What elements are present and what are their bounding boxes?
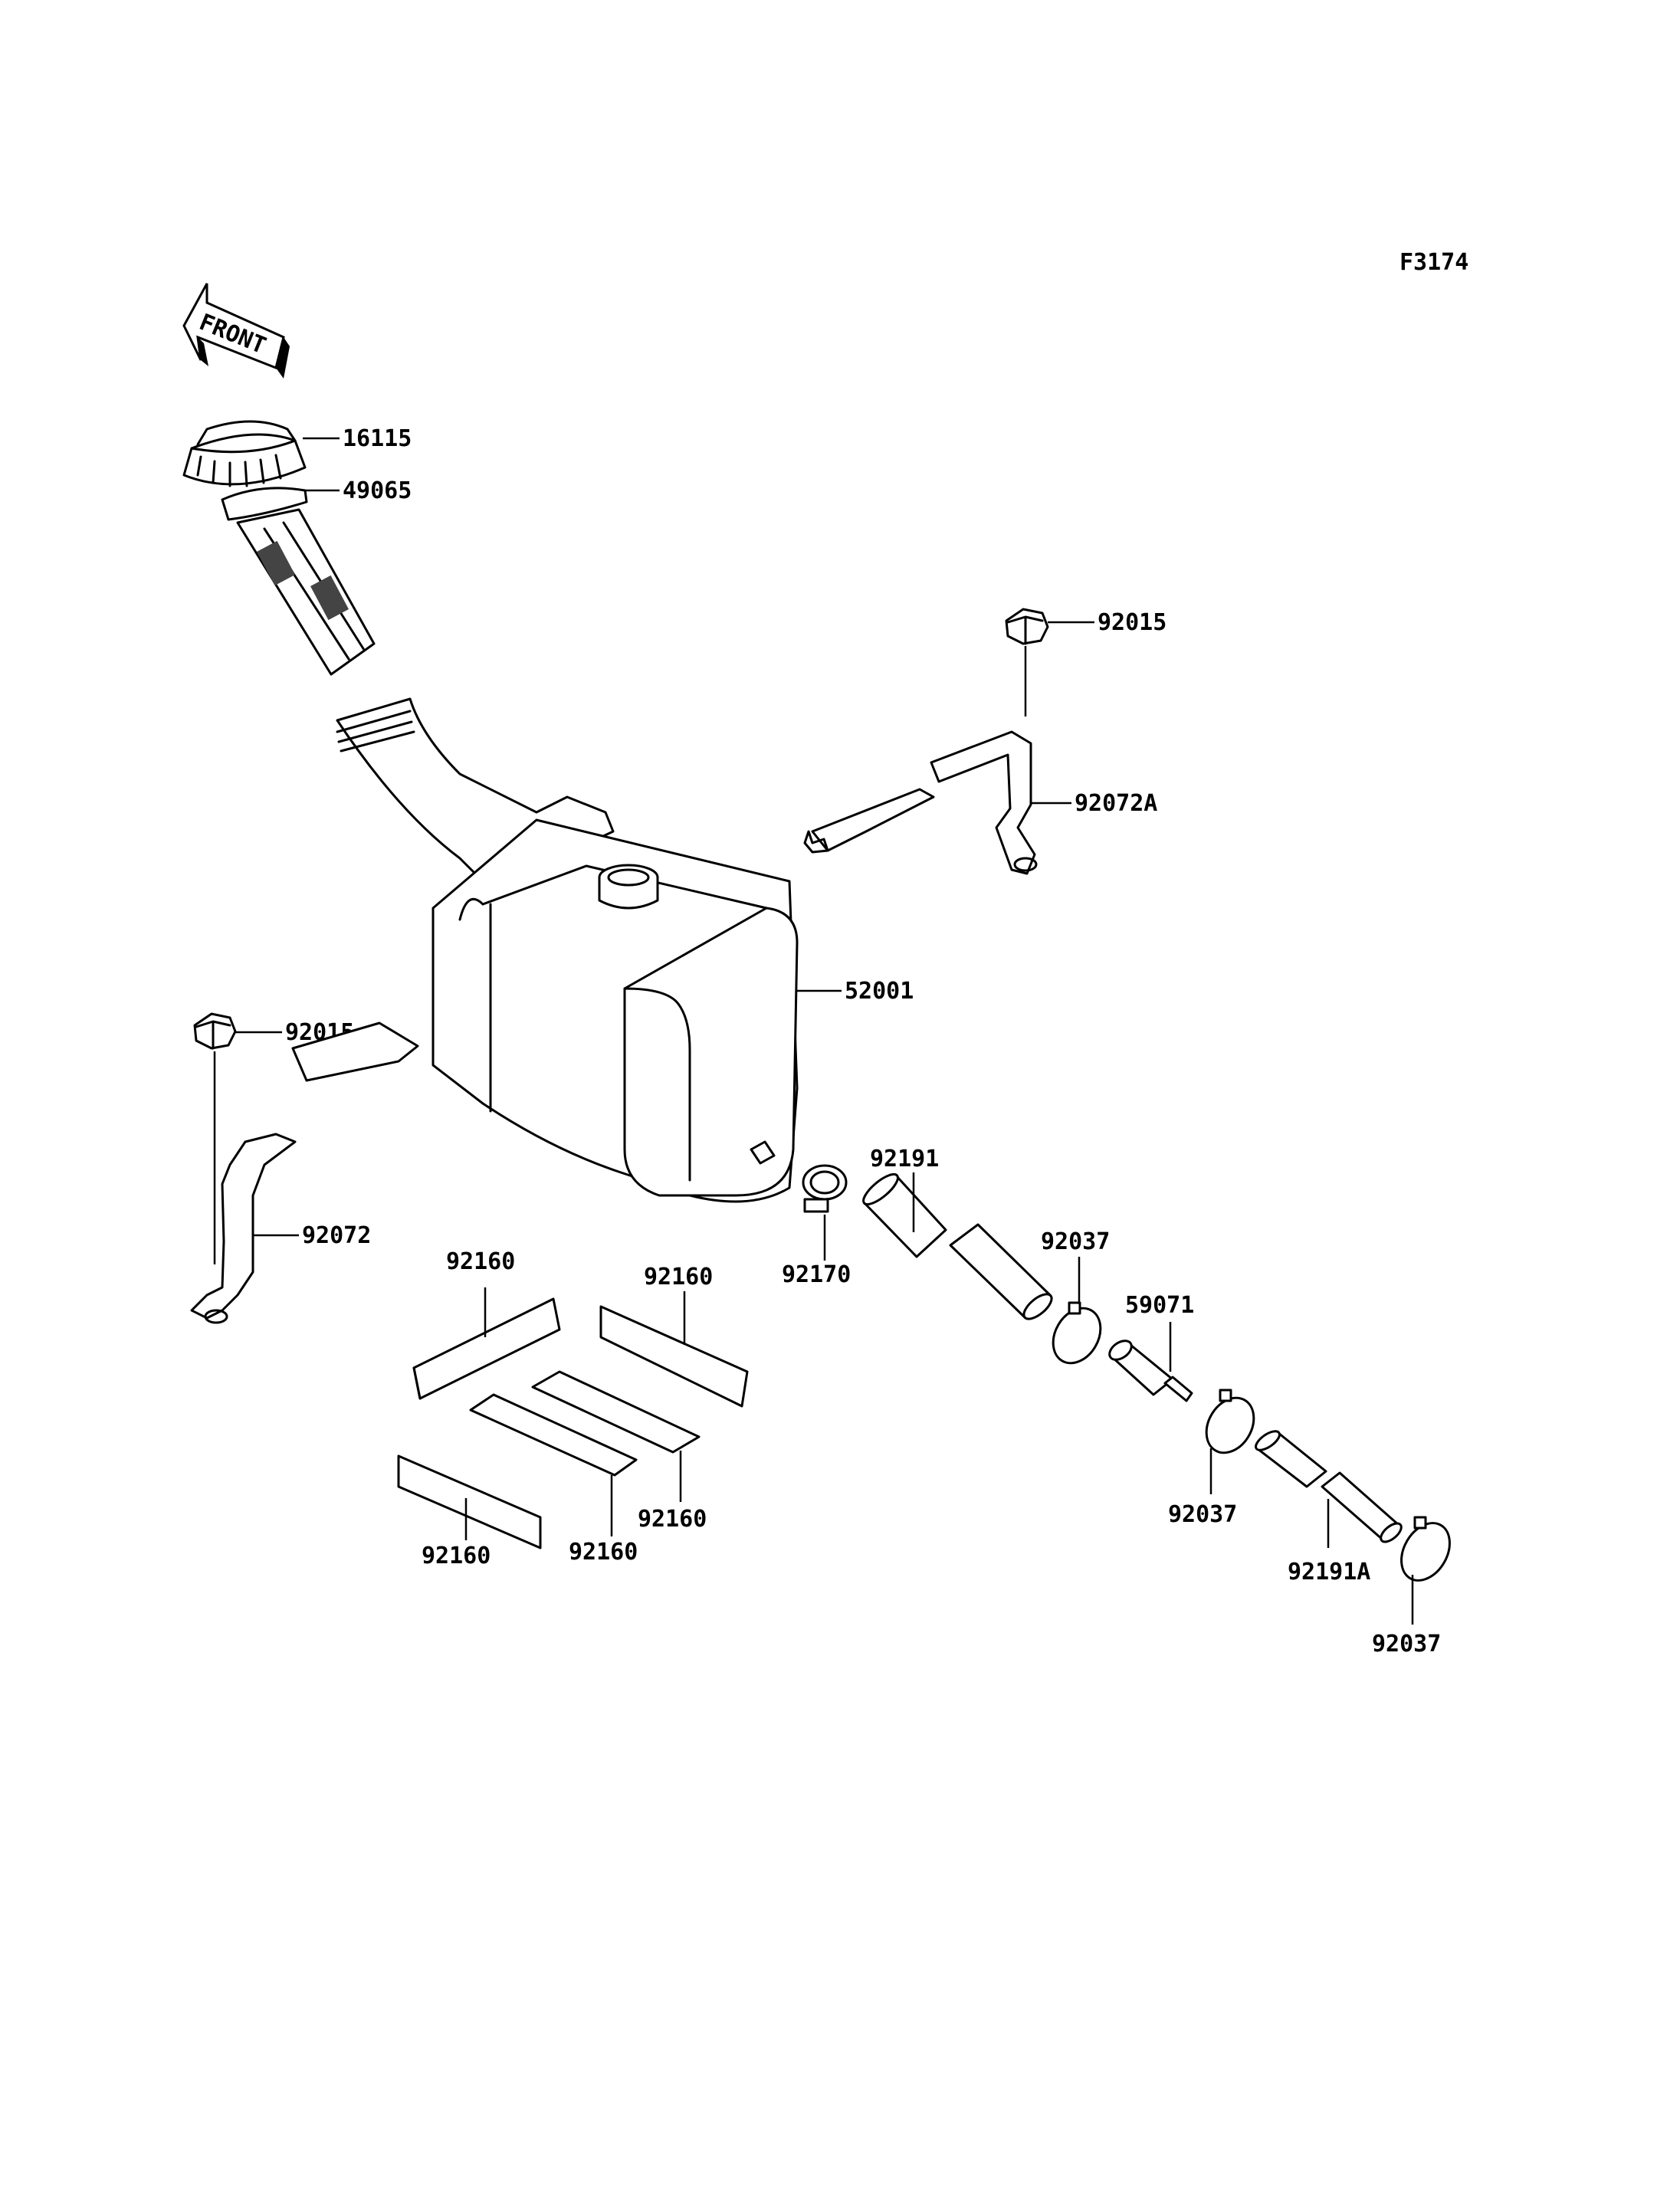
clip-b[interactable] (1197, 1389, 1263, 1461)
band-right[interactable] (803, 730, 1038, 875)
clip-a[interactable] (1044, 1300, 1110, 1372)
label-92191A: 92191A (1288, 1559, 1370, 1585)
label-52001: 52001 (845, 978, 914, 1005)
pad-5[interactable] (397, 1454, 542, 1549)
nut-left[interactable] (193, 1012, 237, 1050)
label-92072A: 92072A (1075, 790, 1157, 817)
front-arrow-icon: FRONT (182, 283, 290, 379)
label-92170: 92170 (782, 1261, 851, 1288)
label-92160-2: 92160 (644, 1264, 713, 1290)
pad-4[interactable] (469, 1393, 638, 1477)
label-92072: 92072 (302, 1222, 371, 1249)
label-92160-4: 92160 (569, 1539, 638, 1566)
pad-3[interactable] (531, 1370, 701, 1454)
nut-right[interactable] (1005, 608, 1049, 645)
pad-2[interactable] (599, 1305, 749, 1408)
label-92160-3: 92160 (638, 1506, 707, 1533)
label-92191: 92191 (870, 1146, 939, 1172)
fuel-cap[interactable] (182, 420, 307, 487)
label-49065: 49065 (343, 477, 412, 504)
label-16115: 16115 (343, 425, 412, 452)
check-valve[interactable] (1106, 1337, 1193, 1402)
label-59071: 59071 (1125, 1292, 1194, 1319)
label-92037-b: 92037 (1168, 1501, 1237, 1528)
label-92015-right: 92015 (1098, 609, 1166, 636)
label-92037-c: 92037 (1372, 1631, 1441, 1658)
label-92160-5: 92160 (422, 1543, 491, 1569)
hose-upper[interactable] (859, 1169, 1055, 1323)
hose-clamp[interactable] (802, 1164, 848, 1213)
hose-lower[interactable] (1253, 1428, 1405, 1545)
clip-c[interactable] (1392, 1514, 1459, 1589)
fuel-filter[interactable] (221, 487, 376, 676)
band-left[interactable] (190, 1021, 419, 1324)
label-92160-1: 92160 (446, 1248, 515, 1275)
oil-tank[interactable] (336, 697, 799, 1203)
figure-code: F3174 (1399, 249, 1468, 276)
pad-1[interactable] (412, 1297, 561, 1400)
label-92037-a: 92037 (1041, 1228, 1110, 1255)
